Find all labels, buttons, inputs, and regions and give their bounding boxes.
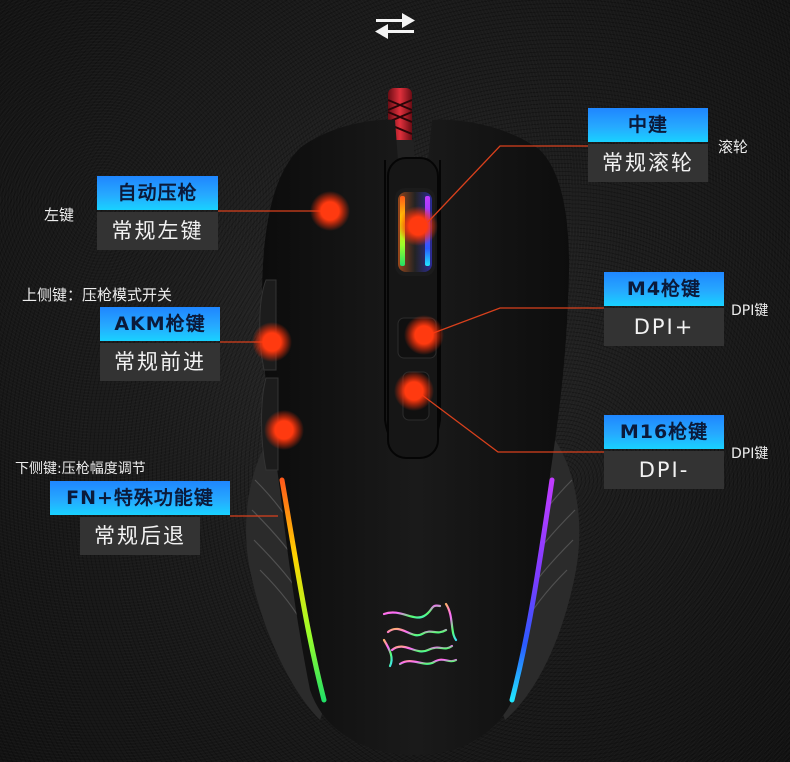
middle-button-primary-label: 中建 bbox=[588, 108, 708, 142]
lower-side-callout-secondary: 常规后退 bbox=[80, 517, 200, 555]
lower-side-secondary-label: 常规后退 bbox=[80, 517, 200, 555]
upper-side-callout: AKM枪键 常规前进 bbox=[100, 307, 220, 381]
swap-arrows-icon bbox=[375, 13, 415, 39]
m16-button-primary-label: M16枪键 bbox=[604, 415, 724, 449]
m16-button-secondary-label: DPI- bbox=[604, 451, 724, 489]
lower-side-primary-label: FN+特殊功能键 bbox=[50, 481, 230, 515]
m16-button-callout: M16枪键 DPI- bbox=[604, 415, 724, 489]
lower-side-callout: FN+特殊功能键 bbox=[50, 481, 230, 515]
middle-button-secondary-label: 常规滚轮 bbox=[588, 144, 708, 182]
left-button-side-label: 左键 bbox=[44, 206, 75, 224]
m4-button-secondary-label: DPI+ bbox=[604, 308, 724, 346]
left-button-secondary-label: 常规左键 bbox=[97, 212, 218, 250]
middle-button-callout: 中建 常规滚轮 bbox=[588, 108, 708, 182]
m4-button-primary-label: M4枪键 bbox=[604, 272, 724, 306]
left-button-primary-label: 自动压枪 bbox=[97, 176, 218, 210]
left-button-callout: 自动压枪 常规左键 bbox=[97, 176, 218, 250]
upper-side-primary-label: AKM枪键 bbox=[100, 307, 220, 341]
upper-side-caption: 上侧键：压枪模式开关 bbox=[22, 286, 173, 304]
m16-button-side-label: DPI键 bbox=[731, 446, 769, 462]
upper-side-secondary-label: 常规前进 bbox=[100, 343, 220, 381]
middle-button-side-label: 滚轮 bbox=[718, 138, 749, 156]
m4-button-side-label: DPI键 bbox=[731, 303, 769, 319]
m4-button-callout: M4枪键 DPI+ bbox=[604, 272, 724, 346]
lower-side-caption: 下侧键:压枪幅度调节 bbox=[15, 461, 146, 477]
